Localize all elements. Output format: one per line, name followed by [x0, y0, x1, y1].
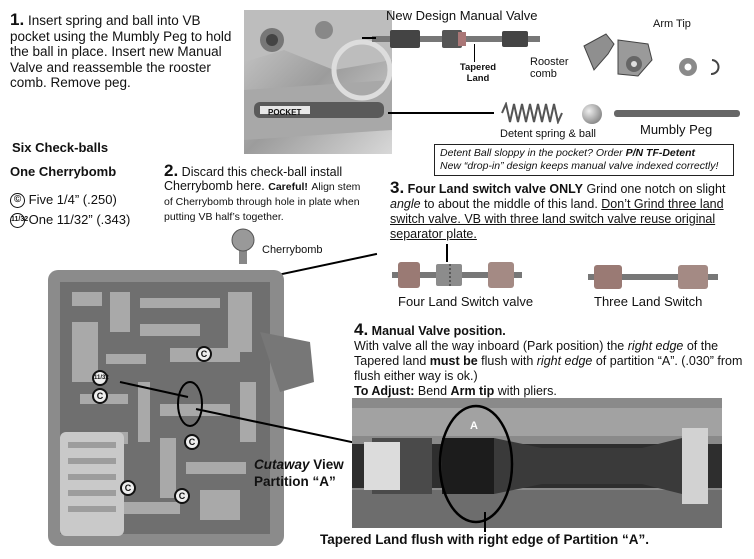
adjust-label: To Adjust:: [354, 384, 415, 398]
one-label: One 11/32” (.343): [28, 212, 131, 227]
checkball-marker-1: C: [196, 346, 212, 362]
pocket-label: POCKET: [268, 108, 302, 117]
arrow-to-pocket: [388, 112, 494, 114]
step4-right-edge-2: right edge: [536, 354, 593, 368]
bottom-caption: Tapered Land flush with right edge of Pa…: [320, 532, 650, 547]
step2-number: 2.: [164, 161, 179, 180]
checkball-marker-3: C: [184, 434, 200, 450]
four-land-label: Four Land Switch valve: [398, 294, 534, 309]
step4-right-edge-1: right edge: [627, 339, 684, 353]
step4-must-be: must be: [429, 354, 478, 368]
mumbly-peg-part: [614, 110, 740, 117]
step2-rest: Align stem of Cherrybomb through hole in…: [164, 181, 361, 223]
step3-number: 3.: [390, 178, 405, 197]
cutaway-photo: A: [352, 398, 722, 528]
bottom-arrow: [484, 512, 486, 532]
step3-t1: Grind one notch on slight: [586, 182, 726, 196]
step3-t2: to about the middle of this land.: [420, 197, 602, 211]
arm-tip-label: Arm Tip: [653, 18, 691, 30]
rooster-comb-label: Rooster comb: [530, 56, 569, 80]
detent-ball-part: [582, 104, 602, 124]
washer-part: [679, 58, 720, 76]
cutaway-label: Cutaway View Partition “A”: [254, 456, 344, 490]
new-manual-valve-part: [372, 30, 540, 48]
step4-t4: of partition “A”. (.030” from flush eith…: [354, 354, 743, 383]
step4-t1: With valve all the way inboard (Park pos…: [354, 339, 628, 353]
arrow-to-valve: [362, 37, 376, 39]
tapered-land-label: Tapered Land: [459, 62, 497, 84]
step4-text: 4. Manual Valve position. With valve all…: [354, 320, 744, 399]
detent-note-box: Detent Ball sloppy in the pocket? Order …: [434, 144, 734, 176]
partition-label: Partition “A”: [254, 474, 336, 489]
cutaway-view: View: [309, 457, 344, 472]
step1-text: 1. Insert spring and ball into VB pocket…: [10, 10, 238, 91]
legend-row-five: © Five 1/4” (.250): [10, 192, 117, 209]
valve-body-photo: C 11/32 C C C C: [20, 262, 320, 552]
detent-label: Detent spring & ball: [500, 128, 596, 140]
step3-angle: angle: [390, 197, 421, 211]
rooster-comb-part: [583, 33, 653, 77]
step1-number: 1.: [10, 10, 25, 29]
new-valve-label: New Design Manual Valve: [386, 8, 538, 23]
arrow-to-notch: [446, 244, 448, 262]
three-land-label: Three Land Switch: [594, 294, 703, 309]
adjust-text: Bend: [414, 384, 451, 398]
four-land-switch-valve: [392, 262, 522, 288]
note-part-number: P/N TF-Detent: [625, 147, 696, 159]
cherrybomb-part: [231, 228, 255, 264]
checkball-marker-5: C: [174, 488, 190, 504]
step1-body: Insert spring and ball into VB pocket us…: [10, 13, 232, 90]
quarter-ball-icon: ©: [10, 193, 25, 209]
adjust-arm-tip: Arm tip: [450, 384, 495, 398]
checkball-marker-large: 11/32: [92, 370, 109, 386]
checkballs-title: Six Check-balls: [12, 140, 109, 155]
note-line2: New “drop-in” design keeps manual valve …: [440, 160, 719, 172]
step4-head: Manual Valve position.: [371, 324, 506, 338]
step2-careful: Careful!: [268, 181, 308, 193]
legend-row-one: 11/32 One 11/32” (.343): [10, 212, 131, 229]
step3-warning: Don’t Grind three land switch valve. VB …: [390, 197, 724, 241]
note-line1: Detent Ball sloppy in the pocket? Order: [440, 147, 626, 159]
three-land-switch-valve: [588, 265, 718, 289]
step4-t3: flush with: [477, 354, 537, 368]
step3-text: 3. Four Land switch valve ONLY Grind one…: [390, 178, 742, 242]
adjust-end: with pliers.: [494, 384, 557, 398]
valve-body-top-photo: POCKET: [244, 10, 392, 154]
step4-number: 4.: [354, 320, 369, 339]
cherrybomb-label: Cherrybomb: [262, 244, 323, 256]
step2-head: Discard this check-ball install Cherrybo…: [164, 165, 343, 193]
detent-spring-part: [501, 102, 563, 124]
mumbly-peg-label: Mumbly Peg: [640, 122, 713, 137]
partition-a-marker: A: [470, 420, 478, 432]
large-ball-icon: 11/32: [10, 213, 28, 229]
step2-text: 2. Discard this check-ball install Cherr…: [164, 161, 364, 224]
step4-t2: of the Tapered land: [354, 339, 719, 368]
checkball-marker-2: C: [92, 388, 108, 404]
five-label: Five 1/4” (.250): [28, 192, 117, 207]
tapered-land-pointer: [474, 44, 475, 62]
cutaway-word: Cutaway: [254, 457, 310, 472]
checkball-marker-4: C: [120, 480, 136, 496]
cherrybomb-count: One Cherrybomb: [10, 164, 117, 179]
step3-head: Four Land switch valve ONLY: [407, 182, 583, 196]
